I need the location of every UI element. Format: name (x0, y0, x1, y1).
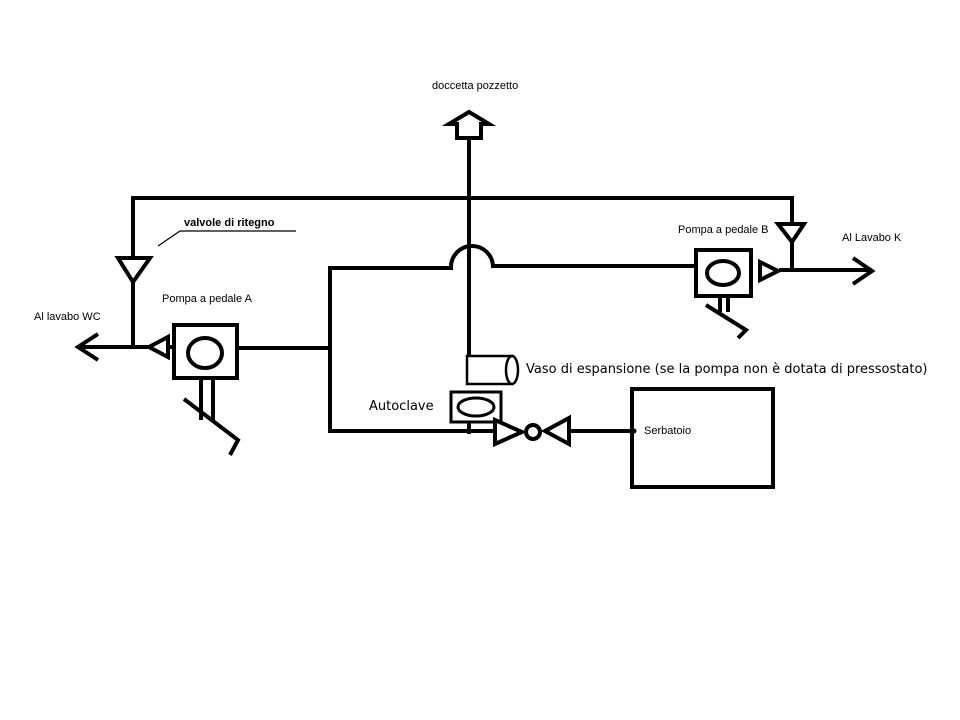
check-valve-left-icon (114, 256, 154, 286)
pipe-hop (448, 244, 496, 271)
pump-a-check-valve-icon (144, 333, 170, 361)
sink-wc-label: Al lavabo WC (34, 311, 101, 323)
tank-label: Serbatoio (644, 425, 692, 437)
expansion-tank-icon (465, 354, 520, 386)
check-valves-leader (157, 230, 296, 247)
tank-icon (630, 387, 775, 489)
pump-b-check-valve-icon (758, 258, 783, 284)
wc-arrow-icon (74, 332, 100, 362)
shower-label: doccetta pozzetto (432, 80, 519, 92)
pump-b-icon (694, 248, 753, 340)
autoclave-icon (449, 390, 503, 424)
autoclave-label: Autoclave (369, 399, 434, 414)
pump-a-icon (172, 323, 241, 456)
gate-valve-icon (493, 414, 571, 448)
pump-b-label: Pompa a pedale B (678, 224, 769, 236)
sink-k-label: Al Lavabo K (842, 232, 902, 244)
upper-loop-pipe (328, 264, 699, 270)
pump-a-label: Pompa a pedale A (162, 293, 252, 305)
check-valve-right-icon (773, 222, 808, 246)
sink-k-arrow-icon (851, 256, 876, 286)
check-valves-label: valvole di ritegno (184, 217, 275, 229)
expansion-tank-label: Vaso di espansione (se la pompa non è do… (526, 362, 928, 377)
shower-outlet-arrow (441, 109, 497, 140)
